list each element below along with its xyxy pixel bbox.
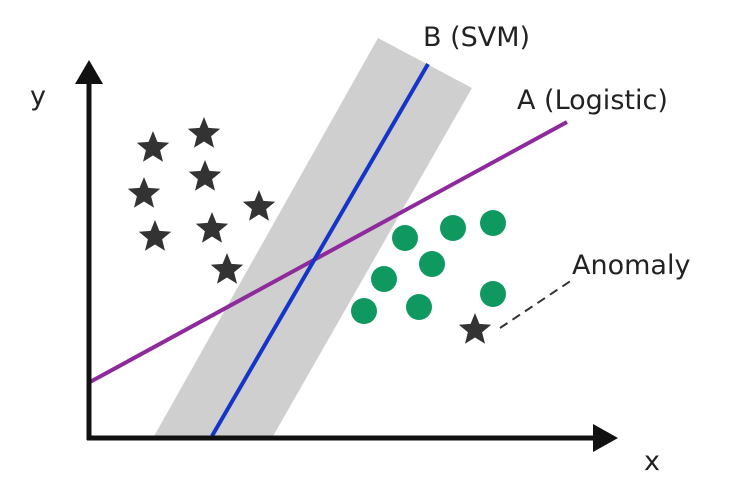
star-point <box>242 190 276 221</box>
svm-margin-band <box>153 38 472 438</box>
star-point <box>127 177 161 208</box>
circle-point <box>419 251 445 277</box>
circle-point <box>480 210 506 236</box>
anomaly-label: Anomaly <box>572 250 690 281</box>
y-axis-arrow-icon <box>75 60 103 84</box>
anomaly-leader-line <box>499 279 573 329</box>
circle-point <box>406 294 432 320</box>
x-axis-label: x <box>644 446 660 477</box>
x-axis-arrow-icon <box>593 424 618 452</box>
logistic-line-label: A (Logistic) <box>517 85 668 116</box>
anomaly-star-point <box>458 313 492 344</box>
circle-points <box>351 210 506 324</box>
circle-point <box>440 215 466 241</box>
star-point <box>210 253 244 284</box>
circle-point <box>351 298 377 324</box>
svm-line-label: B (SVM) <box>423 22 530 53</box>
y-axis-label: y <box>30 81 46 112</box>
star-point <box>195 212 229 243</box>
star-point <box>136 131 170 162</box>
logistic-line <box>89 120 568 384</box>
svm-line <box>210 62 430 438</box>
circle-point <box>371 266 397 292</box>
star-point <box>138 220 172 251</box>
circle-point <box>392 225 418 251</box>
star-points <box>127 117 492 344</box>
circle-point <box>480 281 506 307</box>
star-point <box>187 117 221 148</box>
star-point <box>188 160 222 191</box>
